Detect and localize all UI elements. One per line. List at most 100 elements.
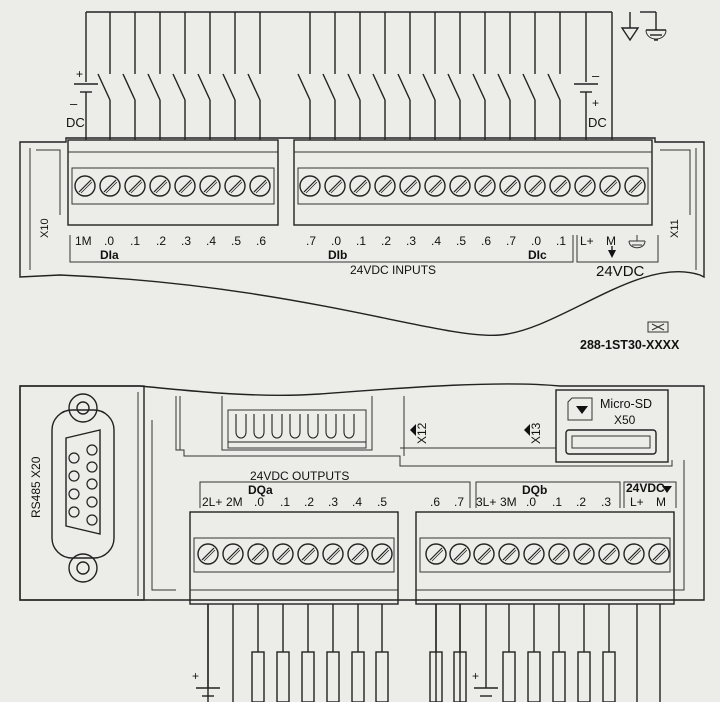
input-terminal-screw bbox=[224, 175, 246, 197]
x12-arrow-icon bbox=[410, 424, 416, 436]
output-load bbox=[453, 604, 467, 702]
output-terminal-label: .1 bbox=[552, 495, 562, 509]
input-wiring bbox=[86, 11, 586, 140]
input-terminal-label: .3 bbox=[181, 234, 191, 248]
connector-pin bbox=[307, 414, 319, 439]
input-switch bbox=[347, 12, 361, 140]
output-terminal-screw bbox=[272, 543, 294, 565]
input-switch bbox=[172, 12, 186, 140]
dc-left-plus: + bbox=[76, 67, 83, 81]
input-terminal-screw bbox=[99, 175, 121, 197]
output-power-terminal-label: M bbox=[656, 495, 666, 509]
input-switch bbox=[522, 12, 536, 140]
datasheet-icon bbox=[647, 321, 669, 333]
input-power-label: 24VDC bbox=[596, 263, 645, 280]
input-terminal-screw bbox=[149, 175, 171, 197]
rs485-label: RS485 X20 bbox=[29, 456, 43, 518]
output-terminal-screw bbox=[247, 543, 269, 565]
output-terminal-screw bbox=[573, 543, 595, 565]
connector-pin bbox=[289, 414, 301, 439]
input-terminal-screw bbox=[299, 175, 321, 197]
inputs-group-label: 24VDC INPUTS bbox=[350, 263, 436, 277]
output-terminal-screw bbox=[598, 543, 620, 565]
input-terminal-screw bbox=[199, 175, 221, 197]
connector-pin bbox=[343, 414, 355, 439]
input-switch bbox=[247, 12, 261, 140]
x13-arrow-icon bbox=[524, 424, 530, 436]
input-terminal-screw bbox=[624, 175, 646, 197]
input-terminal-label: .0 bbox=[331, 234, 341, 248]
output-load bbox=[429, 604, 443, 702]
output-terminal-screw bbox=[197, 543, 219, 565]
input-terminal-screw bbox=[349, 175, 371, 197]
output-terminal-screw bbox=[347, 543, 369, 565]
input-terminal-screw bbox=[124, 175, 146, 197]
dc-left-label: DC bbox=[66, 115, 85, 130]
group-dic: DIc bbox=[528, 248, 547, 262]
db9-pin bbox=[86, 461, 98, 473]
connector-x13: X13 bbox=[529, 422, 543, 444]
output-terminal-screw bbox=[548, 543, 570, 565]
bottom-terminal-block-a bbox=[189, 511, 399, 605]
input-terminal-label: .7 bbox=[506, 234, 516, 248]
input-terminal-screw bbox=[374, 175, 396, 197]
input-switch bbox=[447, 12, 461, 140]
input-terminal-screw bbox=[399, 175, 421, 197]
output-load bbox=[351, 604, 365, 702]
input-terminal-label: .6 bbox=[256, 234, 266, 248]
ground-icon bbox=[628, 235, 646, 249]
input-terminal-label: .3 bbox=[406, 234, 416, 248]
text-layer: + – DC – + DC X10 X11 1M.0.1.2.3.4.5.6.7… bbox=[29, 67, 681, 683]
input-switch bbox=[197, 12, 211, 140]
input-switch bbox=[372, 12, 386, 140]
input-switch bbox=[297, 12, 311, 140]
output-terminal-screw bbox=[523, 543, 545, 565]
db9-pin bbox=[68, 488, 80, 500]
output-terminal-screw bbox=[498, 543, 520, 565]
input-switch bbox=[97, 12, 111, 140]
microsd-slot bbox=[555, 389, 669, 463]
input-terminal-label: .1 bbox=[356, 234, 366, 248]
output-load bbox=[502, 604, 516, 702]
output-load bbox=[527, 604, 541, 702]
group-dib: DIb bbox=[328, 248, 347, 262]
output-terminal-label: .2 bbox=[304, 495, 314, 509]
output-terminal-screw bbox=[222, 543, 244, 565]
input-terminal-label: .0 bbox=[531, 234, 541, 248]
output-terminal-label: .3 bbox=[601, 495, 611, 509]
top-module-body bbox=[19, 137, 705, 337]
output-terminal-label: 2L+ bbox=[202, 495, 222, 509]
expansion-connector bbox=[227, 409, 367, 449]
output-terminal-label: .6 bbox=[430, 495, 440, 509]
top-screw-row bbox=[74, 175, 646, 197]
output-load bbox=[251, 604, 265, 702]
connector-x12: X12 bbox=[415, 422, 429, 444]
input-switch bbox=[147, 12, 161, 140]
input-switch bbox=[422, 12, 436, 140]
input-switch bbox=[397, 12, 411, 140]
input-terminal-label: .5 bbox=[231, 234, 241, 248]
top-terminal-block-b bbox=[293, 139, 653, 226]
input-terminal-screw bbox=[174, 175, 196, 197]
output-load bbox=[577, 604, 591, 702]
output-load bbox=[301, 604, 315, 702]
input-terminal-screw bbox=[324, 175, 346, 197]
output-load bbox=[375, 604, 389, 702]
bottom-group-brackets bbox=[199, 481, 677, 508]
supply-plus-left: + bbox=[192, 669, 199, 683]
connector-pin bbox=[253, 414, 265, 439]
dc-source-left bbox=[74, 12, 98, 140]
input-terminal-label: .1 bbox=[130, 234, 140, 248]
output-load bbox=[552, 604, 566, 702]
db9-pin bbox=[68, 470, 80, 482]
input-terminal-screw bbox=[499, 175, 521, 197]
output-terminal-screw bbox=[371, 543, 393, 565]
output-terminal-label: .0 bbox=[526, 495, 536, 509]
output-terminal-label: .1 bbox=[280, 495, 290, 509]
rs485-connector bbox=[51, 393, 115, 583]
input-switch bbox=[122, 12, 136, 140]
input-terminal-label: .6 bbox=[481, 234, 491, 248]
microsd-connector: X50 bbox=[614, 413, 636, 427]
output-wiring bbox=[207, 604, 661, 702]
